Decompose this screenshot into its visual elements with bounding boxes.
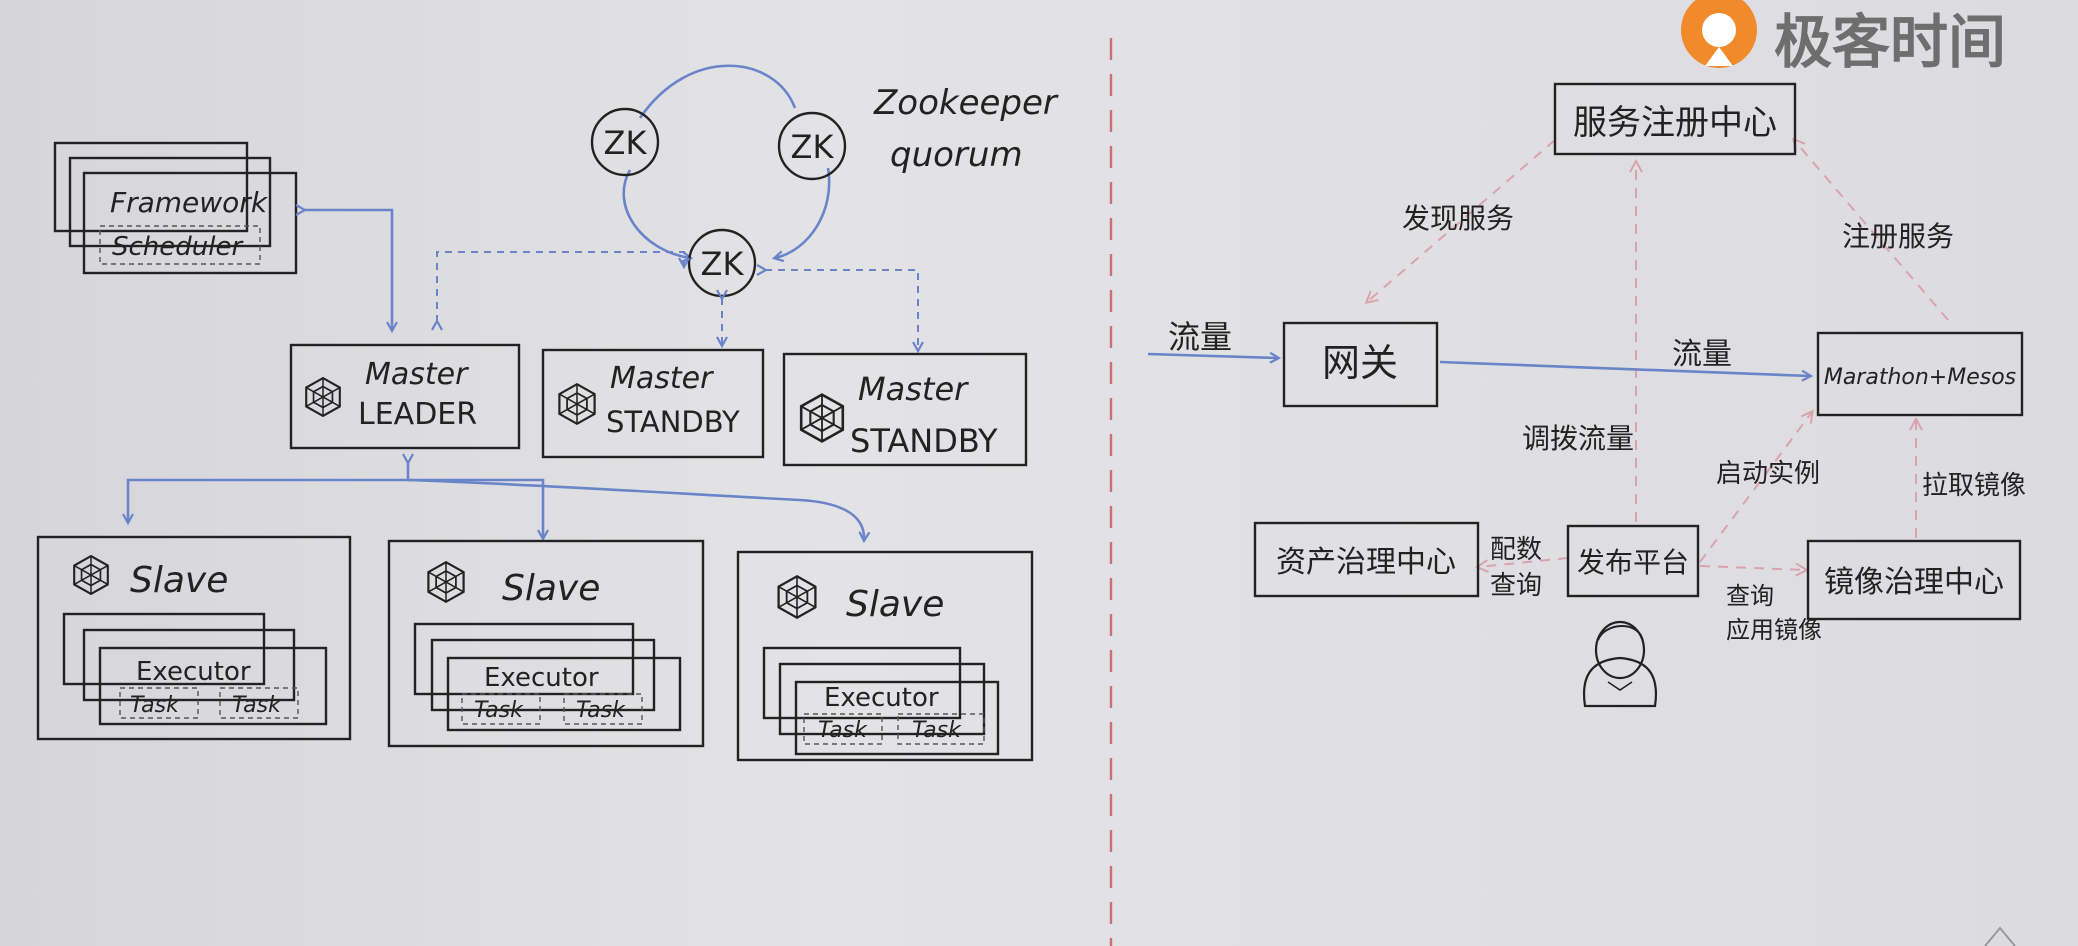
svg-text:Slave: Slave	[130, 560, 228, 601]
marathon-node: Marathon+Mesos	[1816, 331, 2024, 417]
svg-text:ZK: ZK	[701, 245, 745, 283]
right-edges	[1367, 140, 1949, 570]
label-traffic-in: 流量	[1168, 318, 1232, 356]
svg-text:镜像治理中心: 镜像治理中心	[1824, 565, 2004, 600]
label-start: 启动实例	[1716, 459, 1820, 489]
svg-text:LEADER: LEADER	[358, 397, 477, 432]
user-icon	[1582, 620, 1658, 708]
svg-text:资产治理中心: 资产治理中心	[1276, 545, 1456, 580]
label-query-1: 查询	[1726, 582, 1774, 610]
svg-text:Master: Master	[858, 370, 969, 408]
gateway-node: 网关	[1282, 321, 1439, 408]
svg-text:网关: 网关	[1322, 341, 1398, 385]
slave-3: Slave Executor Task Task	[736, 550, 1034, 762]
zookeeper-label-line2: quorum	[890, 135, 1023, 175]
master-slave-links	[128, 462, 864, 540]
brand-logo: 极客时间	[1681, 0, 2006, 76]
zookeeper-quorum: ZK ZK ZK Zookeeper quorum	[590, 64, 1059, 298]
master-leader: Master LEADER	[289, 343, 521, 450]
asset-node: 资产治理中心	[1253, 521, 1480, 598]
zk-node-2	[777, 111, 847, 181]
master-standby-1: Master STANDBY	[541, 348, 765, 459]
zookeeper-label-line1: Zookeeper	[873, 83, 1059, 123]
zk-master-links	[437, 251, 918, 350]
framework-box: Framework Scheduler	[53, 141, 298, 275]
label-traffic-main: 流量	[1672, 337, 1732, 372]
scheduler-label: Scheduler	[112, 232, 244, 262]
brand-name: 极客时间	[1774, 8, 2006, 76]
svg-text:Task: Task	[130, 693, 180, 718]
framework-master-link	[304, 210, 392, 330]
svg-text:Task: Task	[912, 718, 962, 743]
label-config-2: 查询	[1490, 571, 1542, 601]
svg-text:STANDBY: STANDBY	[850, 422, 998, 460]
svg-text:Master: Master	[610, 361, 714, 396]
svg-text:Slave: Slave	[846, 584, 944, 625]
label-pull: 拉取镜像	[1922, 471, 2026, 501]
image-node: 镜像治理中心	[1806, 539, 2022, 621]
slave-2: Slave Executor Task Task	[387, 539, 705, 748]
svg-text:Task: Task	[474, 698, 524, 723]
label-config-1: 配数	[1490, 535, 1542, 565]
executor-label: Executor	[136, 657, 251, 687]
executor-label: Executor	[824, 683, 939, 713]
slave-1: Slave Executor Task Task	[36, 535, 352, 741]
svg-text:发布平台: 发布平台	[1577, 546, 1689, 579]
zk-node-1	[590, 107, 660, 177]
svg-text:ZK: ZK	[791, 128, 835, 166]
svg-text:Task: Task	[818, 718, 868, 743]
svg-text:ZK: ZK	[604, 124, 648, 162]
label-register: 注册服务	[1842, 220, 1954, 253]
label-discover: 发现服务	[1402, 202, 1514, 235]
svg-text:服务注册中心: 服务注册中心	[1573, 103, 1777, 143]
publish-node: 发布平台	[1566, 524, 1700, 598]
svg-text:Marathon+Mesos: Marathon+Mesos	[1824, 365, 2016, 390]
svg-text:Slave: Slave	[502, 568, 600, 609]
svg-text:STANDBY: STANDBY	[606, 405, 740, 439]
svg-text:Task: Task	[576, 698, 626, 723]
label-adjust: 调拨流量	[1522, 422, 1634, 455]
registry-node: 服务注册中心	[1553, 82, 1797, 156]
label-query-2: 应用镜像	[1726, 616, 1822, 644]
traffic-in-arrow	[1147, 354, 1278, 358]
svg-text:Master: Master	[365, 357, 469, 392]
framework-title: Framework	[110, 186, 269, 219]
svg-text:Task: Task	[232, 693, 282, 718]
corner-icon	[1984, 926, 2016, 946]
traffic-main-arrow	[1439, 360, 1810, 376]
executor-label: Executor	[484, 663, 599, 693]
master-standby-2: Master STANDBY	[782, 352, 1028, 467]
